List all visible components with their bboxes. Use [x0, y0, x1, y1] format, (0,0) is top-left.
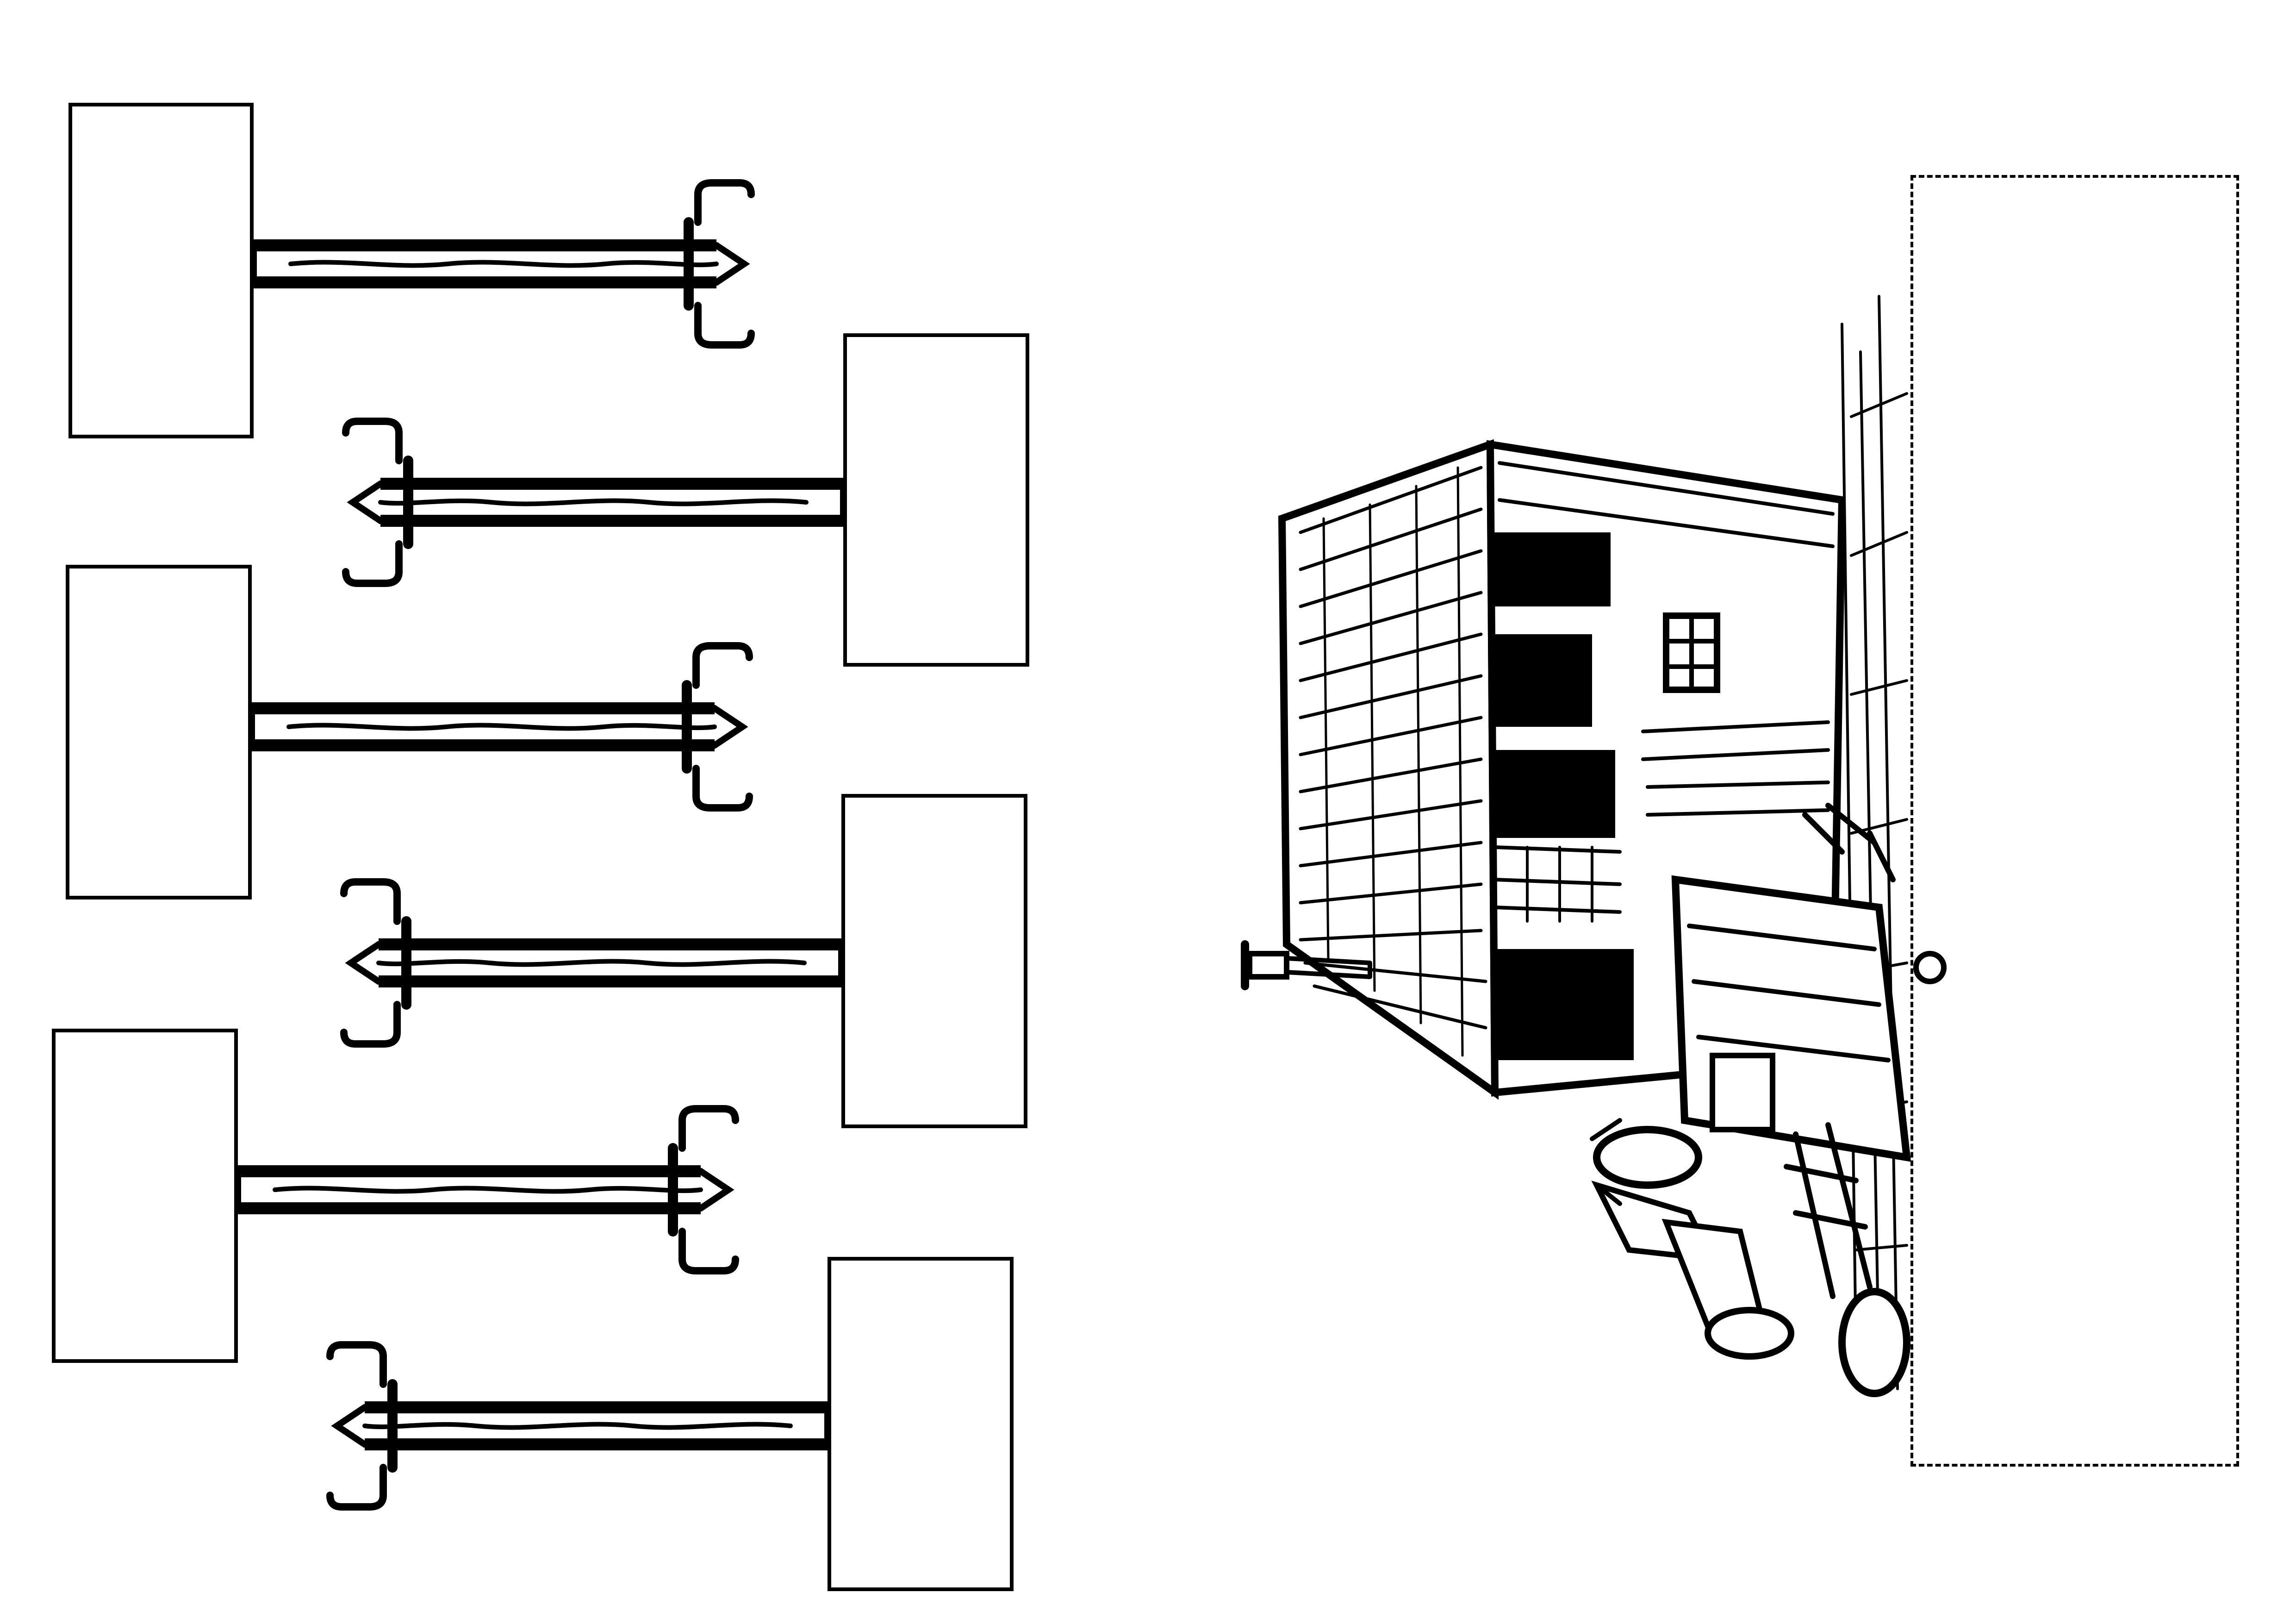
scrap-pile-illustration: [1590, 803, 1947, 1397]
label-box-left-3[interactable]: [52, 1029, 238, 1363]
arrow-right-2: [344, 882, 841, 1044]
arrow-right-3: [330, 1345, 828, 1507]
label-box-right-2[interactable]: [841, 794, 1027, 1128]
arrow-right-1: [346, 421, 843, 583]
dashed-answer-area[interactable]: [1910, 175, 2239, 1467]
label-box-right-1[interactable]: [843, 333, 1029, 667]
arrow-left-1: [254, 183, 751, 345]
label-box-left-1[interactable]: [68, 103, 254, 438]
label-box-right-3[interactable]: [828, 1257, 1014, 1591]
shed-illustration: [1241, 295, 1908, 1390]
arrow-left-3: [238, 1109, 735, 1271]
arrow-left-2: [252, 646, 749, 808]
label-box-left-2[interactable]: [66, 565, 252, 899]
